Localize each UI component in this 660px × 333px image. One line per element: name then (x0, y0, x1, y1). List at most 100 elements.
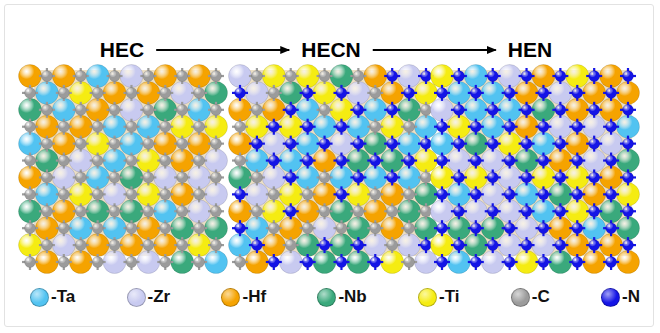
anion-atom (302, 155, 313, 166)
metal-atom (171, 183, 194, 206)
metal-atom (347, 183, 370, 206)
legend-swatch (511, 288, 530, 307)
anion-atom (555, 172, 566, 183)
metal-atom (583, 251, 606, 274)
anion-atom (194, 155, 205, 166)
anion-atom (109, 71, 120, 82)
anion-atom (75, 240, 86, 251)
metal-atom (171, 251, 194, 274)
anion-atom (470, 87, 481, 98)
metal-atom (549, 115, 572, 138)
metal-atom (120, 234, 143, 257)
metal-atom (205, 251, 228, 274)
metal-atom (279, 115, 302, 138)
metal-atom (566, 200, 589, 223)
metal-atom (447, 149, 470, 172)
anion-atom (109, 240, 120, 251)
anion-atom (572, 87, 583, 98)
metal-atom (313, 217, 336, 240)
metal-atom (347, 149, 370, 172)
anion-atom (160, 87, 171, 98)
metal-atom (447, 115, 470, 138)
metal-atom (86, 132, 109, 155)
metal-atom (398, 200, 421, 223)
metal-atom (532, 65, 555, 88)
metal-atom (549, 81, 572, 104)
metal-atom (313, 115, 336, 138)
metal-atom (566, 98, 589, 121)
anion-atom (487, 71, 498, 82)
anion-atom (421, 172, 432, 183)
metal-atom (464, 98, 487, 121)
anion-atom (453, 206, 464, 217)
anion-atom (421, 206, 432, 217)
metal-atom (347, 115, 370, 138)
metal-atom (583, 115, 606, 138)
metal-atom (566, 166, 589, 189)
anion-atom (437, 223, 448, 234)
metal-atom (154, 65, 177, 88)
anion-atom (370, 155, 381, 166)
metal-atom (381, 217, 404, 240)
metal-atom (600, 132, 623, 155)
metal-atom (120, 98, 143, 121)
metal-atom (69, 149, 92, 172)
anion-atom (25, 121, 36, 132)
anion-atom (572, 189, 583, 200)
anion-atom (126, 189, 137, 200)
metal-atom (381, 251, 404, 274)
metal-atom (52, 132, 75, 155)
metal-atom (481, 149, 504, 172)
anion-atom (487, 104, 498, 115)
metal-atom (296, 234, 319, 257)
anion-atom (25, 223, 36, 234)
anion-atom (126, 257, 137, 268)
metal-atom (279, 81, 302, 104)
anion-atom (211, 172, 222, 183)
metal-atom (137, 251, 160, 274)
metal-atom (35, 251, 58, 274)
metal-atom (464, 200, 487, 223)
stage-label: HEN (504, 36, 556, 64)
anion-atom (211, 240, 222, 251)
anion-atom (92, 155, 103, 166)
anion-atom (370, 189, 381, 200)
anion-atom (504, 155, 515, 166)
metal-atom (103, 149, 126, 172)
anion-atom (58, 257, 69, 268)
anion-atom (538, 121, 549, 132)
anion-atom (41, 71, 52, 82)
metal-atom (431, 98, 454, 121)
metal-atom (381, 81, 404, 104)
metal-atom (330, 200, 353, 223)
anion-atom (126, 121, 137, 132)
metal-atom (229, 98, 252, 121)
anion-atom (41, 172, 52, 183)
anion-atom (353, 71, 364, 82)
metal-atom (279, 217, 302, 240)
anion-atom (555, 71, 566, 82)
anion-atom (606, 223, 617, 234)
metal-atom (86, 166, 109, 189)
metal-atom (86, 200, 109, 223)
anion-atom (302, 87, 313, 98)
metal-atom (498, 65, 521, 88)
metal-atom (313, 251, 336, 274)
metal-atom (313, 81, 336, 104)
anion-atom (538, 87, 549, 98)
legend-text: -Zr (148, 287, 171, 307)
metal-atom (205, 217, 228, 240)
metal-atom (481, 251, 504, 274)
anion-atom (453, 138, 464, 149)
metal-atom (120, 166, 143, 189)
metal-atom (347, 251, 370, 274)
lattice-cube (19, 65, 228, 274)
metal-atom (137, 115, 160, 138)
anion-atom (404, 189, 415, 200)
cube-depth (446, 70, 632, 256)
metal-atom (431, 166, 454, 189)
stage-label: HEC (96, 36, 148, 64)
metal-atom (188, 200, 211, 223)
legend: -Ta-Zr-Hf-Nb-Ti-C-N (30, 285, 640, 309)
anion-atom (336, 87, 347, 98)
